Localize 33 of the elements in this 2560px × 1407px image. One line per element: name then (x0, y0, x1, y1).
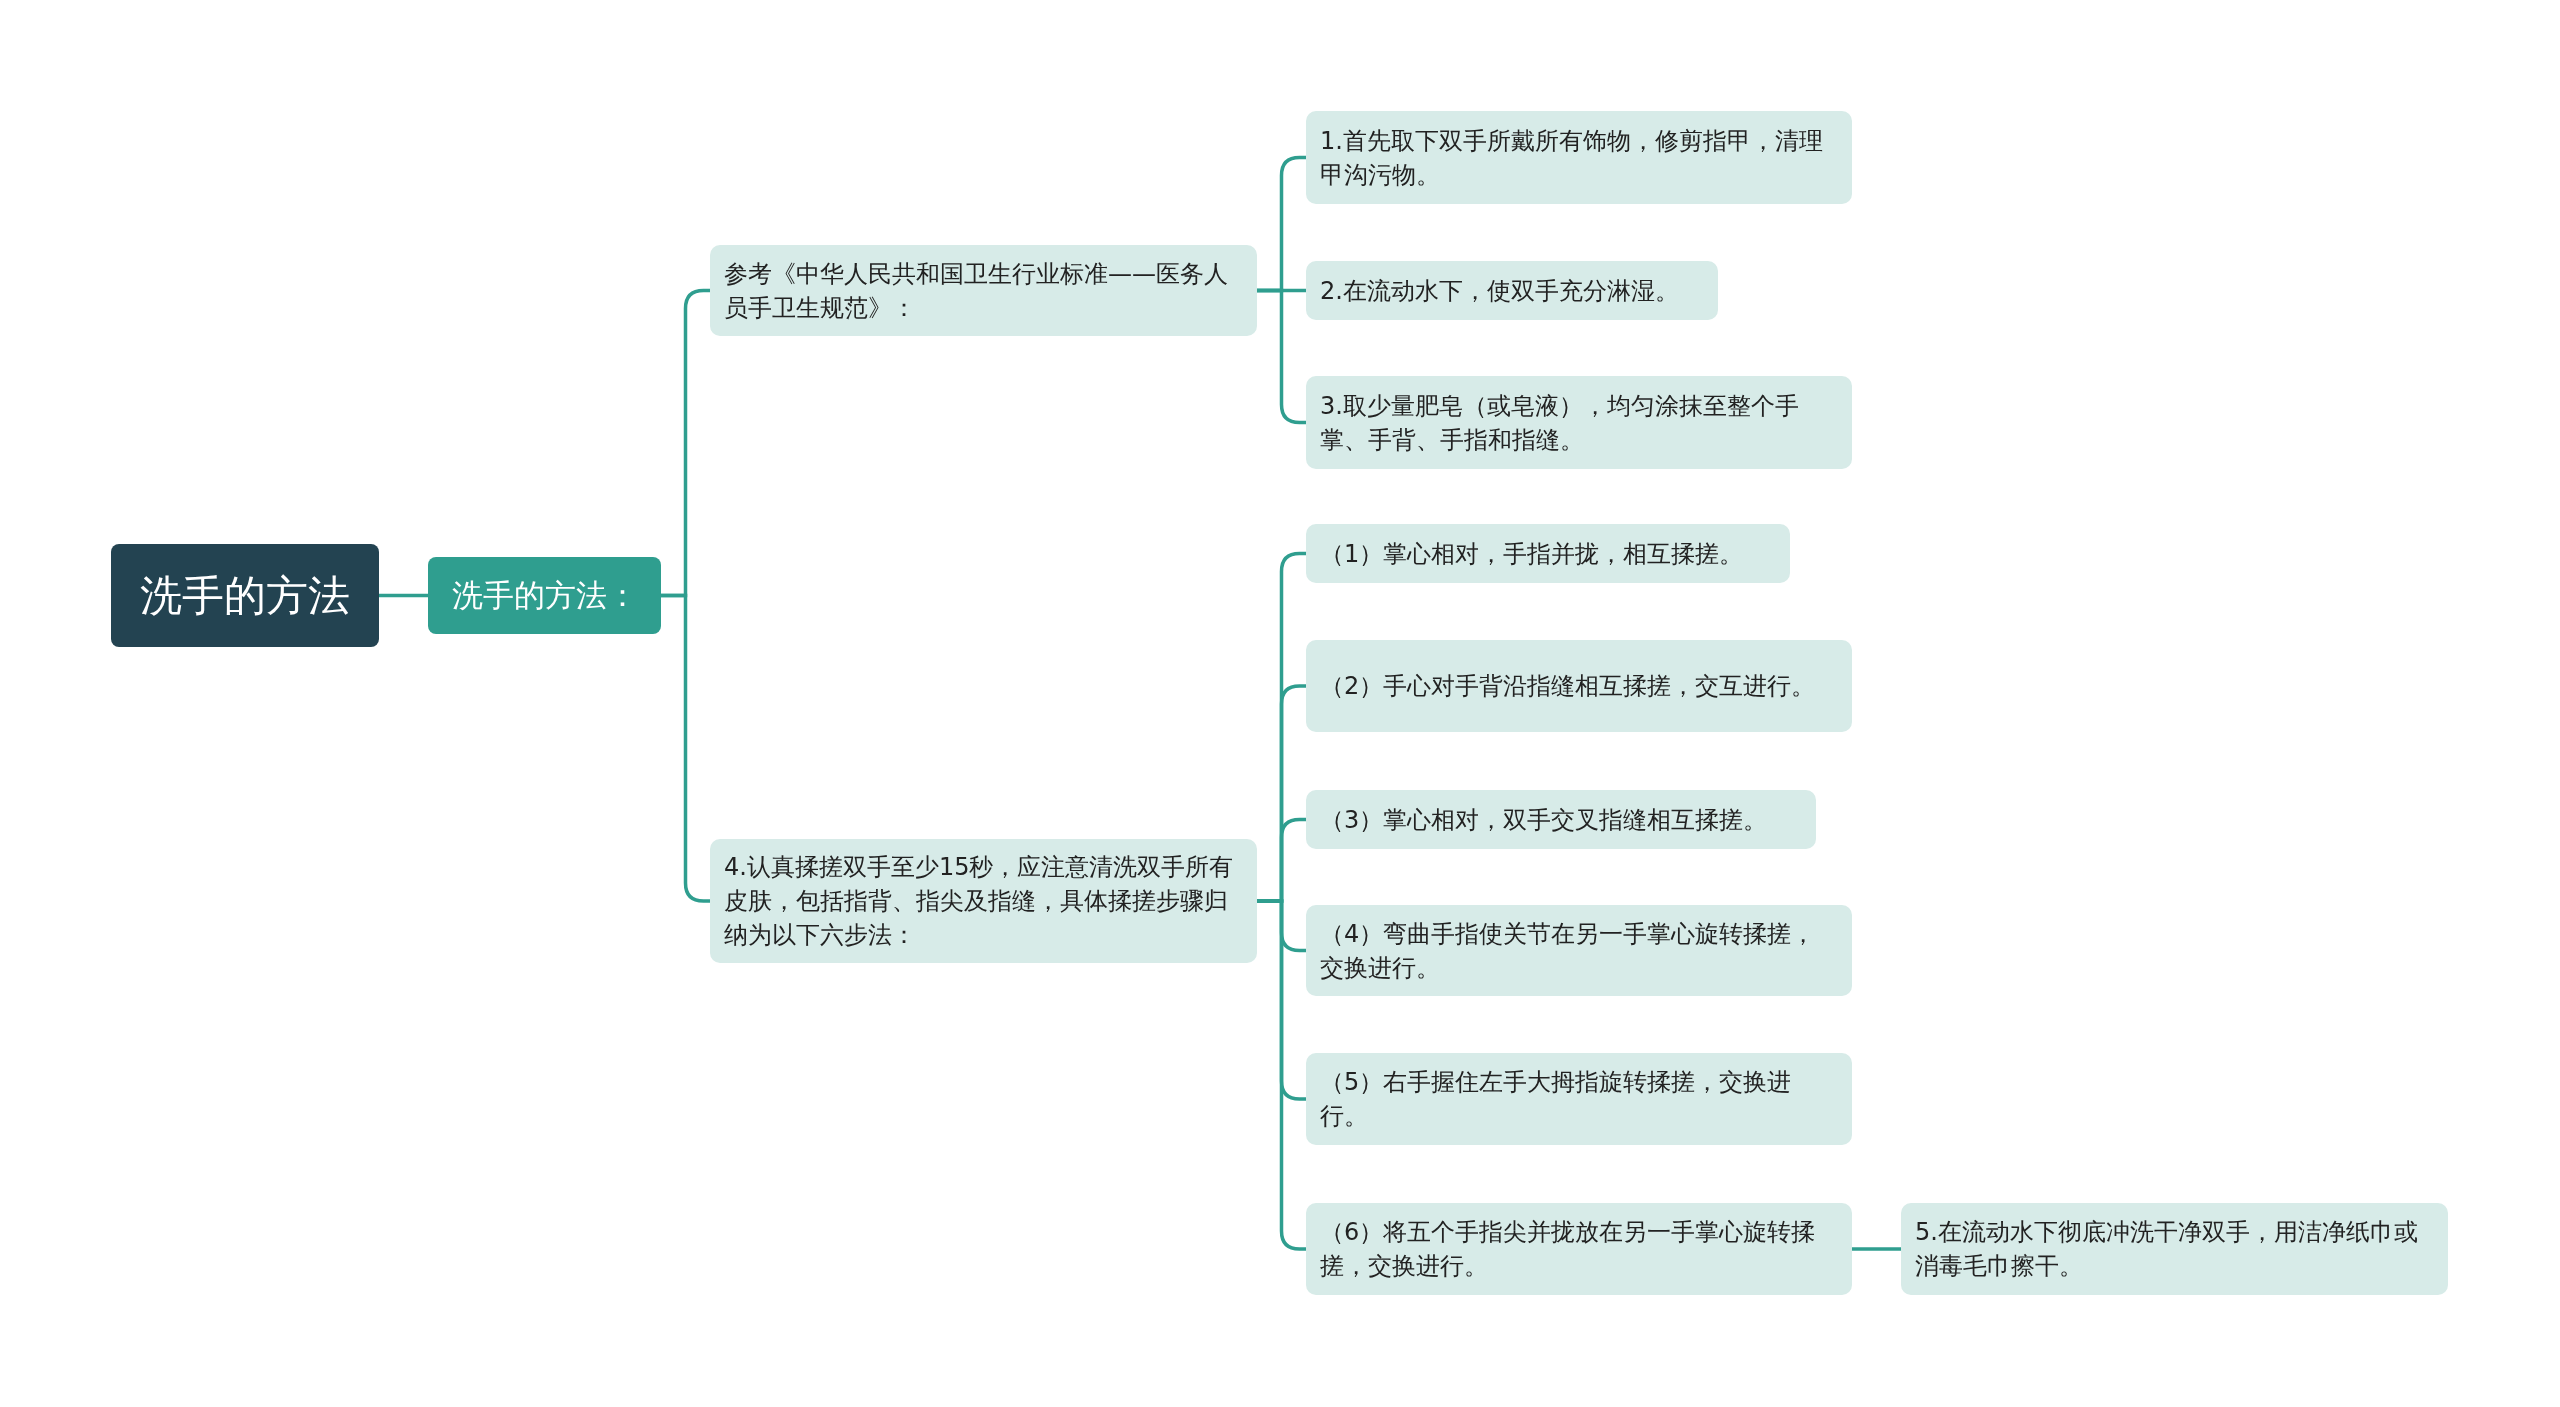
topic-text: 5.在流动水下彻底冲洗干净双手，用洁净纸巾或消毒毛巾擦干。 (1915, 1217, 2419, 1282)
topic-text: 1.首先取下双手所戴所有饰物，修剪指甲，清理甲沟污物。 (1320, 125, 1824, 191)
connector-line (1257, 288, 1306, 425)
topic-text: 4.认真揉搓双手至少15秒，应注意清洗双手所有皮肤，包括指背、指尖及指缝，具体揉搓步骤归纳为以下六步法： (724, 852, 1235, 951)
main-topic-box (428, 557, 661, 634)
topic-text: 3.取少量肥皂（或皂液），均匀涂抹至整个手掌、手背、手指和指缝。 (1320, 390, 1800, 456)
topic-text: （4）弯曲手指使关节在另一手掌心旋转揉搓，交换进行。 (1320, 918, 1817, 984)
topic-text: 2.在流动水下，使双手充分淋湿。 (1320, 275, 1679, 307)
topic-box (710, 245, 1257, 336)
topic-text: （3）掌心相对，双手交叉指缝相互揉搓。 (1320, 804, 1768, 836)
topic-text: （5）右手握住左手大拇指旋转揉搓，交换进行。 (1320, 1067, 1793, 1132)
topic-box (1901, 1203, 2448, 1295)
connector-line (661, 593, 710, 903)
main-topic-text: 洗手的方法： (451, 575, 638, 615)
topic-box (710, 839, 1257, 963)
root-topic-text: 洗手的方法 (140, 569, 350, 622)
topic-text: （6）将五个手指尖并拢放在另一手掌心旋转揉搓，交换进行。 (1320, 1217, 1817, 1282)
topic-text: 参考《中华人民共和国卫生行业标准——医务人员手卫生规范》： (724, 258, 1229, 324)
connector-line (379, 593, 428, 598)
topic-box (1306, 376, 1852, 469)
connector-line (1257, 899, 1306, 1251)
topic-box (1306, 1053, 1852, 1145)
topic-box (1306, 905, 1852, 996)
topic-box (1306, 640, 1852, 732)
topic-box (1306, 524, 1790, 583)
connector-line (1852, 1247, 1901, 1251)
topic-text: （1）掌心相对，手指并拢，相互揉搓。 (1320, 538, 1744, 570)
topic-text: （2）手心对手背沿指缝相互揉搓，交互进行。 (1320, 671, 1816, 702)
topic-box (1306, 261, 1718, 320)
root-topic-box (111, 544, 379, 647)
topic-box (1306, 790, 1816, 849)
topic-box (1306, 111, 1852, 204)
topic-box (1306, 1203, 1852, 1295)
